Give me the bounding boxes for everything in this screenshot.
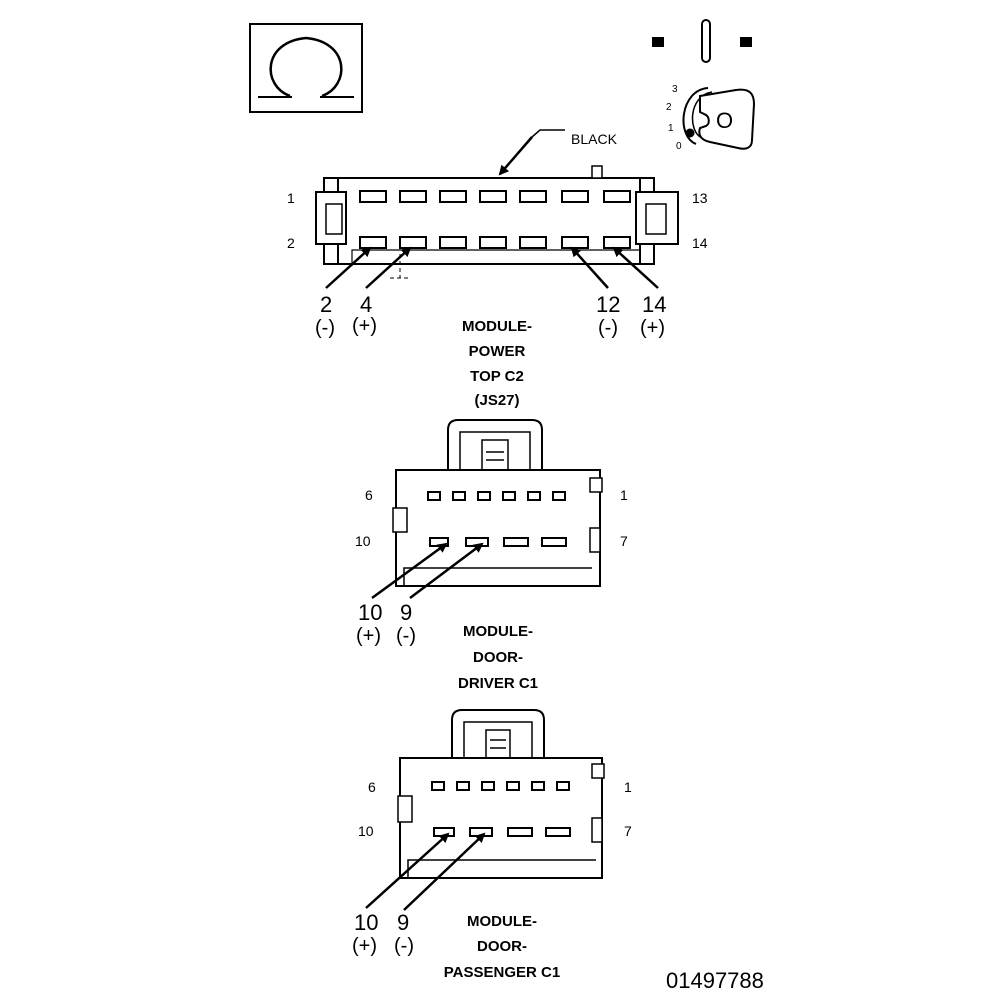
pin-label-tr: 1 xyxy=(624,779,632,795)
probe-polarity: (-) xyxy=(396,625,416,647)
probe-pin: 12 xyxy=(596,292,620,317)
probe-pin: 10 xyxy=(354,910,378,935)
probe-pin: 14 xyxy=(642,292,666,317)
connector-caption-line: MODULE- xyxy=(462,318,532,335)
pin-label-tr: 13 xyxy=(692,190,708,206)
probe-pin: 9 xyxy=(397,910,409,935)
pin-label-br: 7 xyxy=(620,533,628,549)
connector-driver: 6 1 10 7 10 (+) 9 (-) MODULE- DOOR- DRIV… xyxy=(355,419,628,692)
figure-number: 01497788 xyxy=(666,968,764,993)
connector-color-label: BLACK xyxy=(571,131,618,147)
pin-label-bl: 2 xyxy=(287,235,295,251)
probe-polarity: (+) xyxy=(356,625,381,647)
connector-caption-line: DRIVER C1 xyxy=(458,675,538,692)
ohm-symbol-icon xyxy=(249,23,363,113)
probe-pin: 9 xyxy=(400,600,412,625)
pin-label-br: 7 xyxy=(624,823,632,839)
pin-label-tl: 6 xyxy=(368,779,376,795)
probe-polarity: (-) xyxy=(598,317,618,339)
connector-caption-line: TOP C2 xyxy=(470,368,524,385)
probe-polarity: (-) xyxy=(315,317,335,339)
connector-caption-line: POWER xyxy=(469,343,526,360)
pin-label-bl: 10 xyxy=(358,823,374,839)
pin-label-bl: 10 xyxy=(355,533,371,549)
connector-caption-line: MODULE- xyxy=(467,913,537,930)
probe-pin: 4 xyxy=(360,292,372,317)
pin-label-tr: 1 xyxy=(620,487,628,503)
connector-caption-line: MODULE- xyxy=(463,623,533,640)
connector-caption-line: DOOR- xyxy=(477,938,527,955)
ignition-pos-2: 2 xyxy=(666,102,672,113)
connector-passenger: 6 1 10 7 10 (+) 9 (-) MODULE- DOOR- PASS… xyxy=(352,709,632,981)
probe-polarity: (+) xyxy=(352,935,377,957)
connector-caption-line: DOOR- xyxy=(473,649,523,666)
ignition-key-icon: 3 2 1 0 O xyxy=(652,19,756,152)
connector-caption-line: (JS27) xyxy=(474,392,519,409)
pin-label-tl: 1 xyxy=(287,190,295,206)
pin-label-br: 14 xyxy=(692,235,708,251)
probe-polarity: (-) xyxy=(394,935,414,957)
pin-label-tl: 6 xyxy=(365,487,373,503)
ignition-pos-3: 3 xyxy=(672,84,678,95)
probe-pin: 10 xyxy=(358,600,382,625)
probe-pin: 2 xyxy=(320,292,332,317)
ignition-pos-0: 0 xyxy=(676,141,682,152)
connector-power: BLACK 1 2 13 14 xyxy=(287,129,708,409)
probe-polarity: (+) xyxy=(352,315,377,337)
ignition-key-letter: O xyxy=(716,108,733,133)
probe-polarity: (+) xyxy=(640,317,665,339)
ignition-pos-1: 1 xyxy=(668,123,674,134)
connector-caption-line: PASSENGER C1 xyxy=(444,964,560,981)
